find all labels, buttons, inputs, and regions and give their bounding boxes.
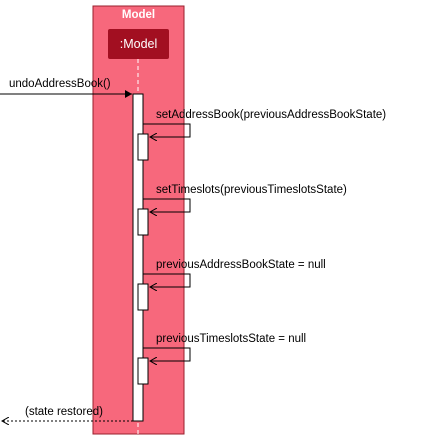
activation-bar-main	[132, 93, 144, 422]
return-label: (state restored)	[25, 406, 103, 418]
participant-box	[108, 29, 169, 59]
activation-bar-2	[137, 208, 149, 236]
self-call-arrow-4	[143, 347, 191, 361]
activation-bar-3	[137, 283, 149, 311]
self-call-arrow-1	[143, 123, 191, 137]
frame-title: Model	[121, 9, 156, 21]
message-label-2: setTimeslots(previousTimeslotsState)	[156, 184, 347, 196]
activation-bar-1	[137, 133, 149, 161]
activation-bar-4	[137, 357, 149, 385]
self-call-arrow-2	[143, 198, 191, 212]
self-call-arrow-3	[143, 273, 191, 287]
message-label-3: previousAddressBookState = null	[156, 259, 326, 271]
message-label-1: setAddressBook(previousAddressBookState)	[156, 109, 387, 121]
participant-label: :Model	[119, 37, 158, 51]
message-label-undo: undoAddressBook()	[9, 78, 111, 90]
message-label-4: previousTimeslotsState = null	[156, 333, 307, 345]
